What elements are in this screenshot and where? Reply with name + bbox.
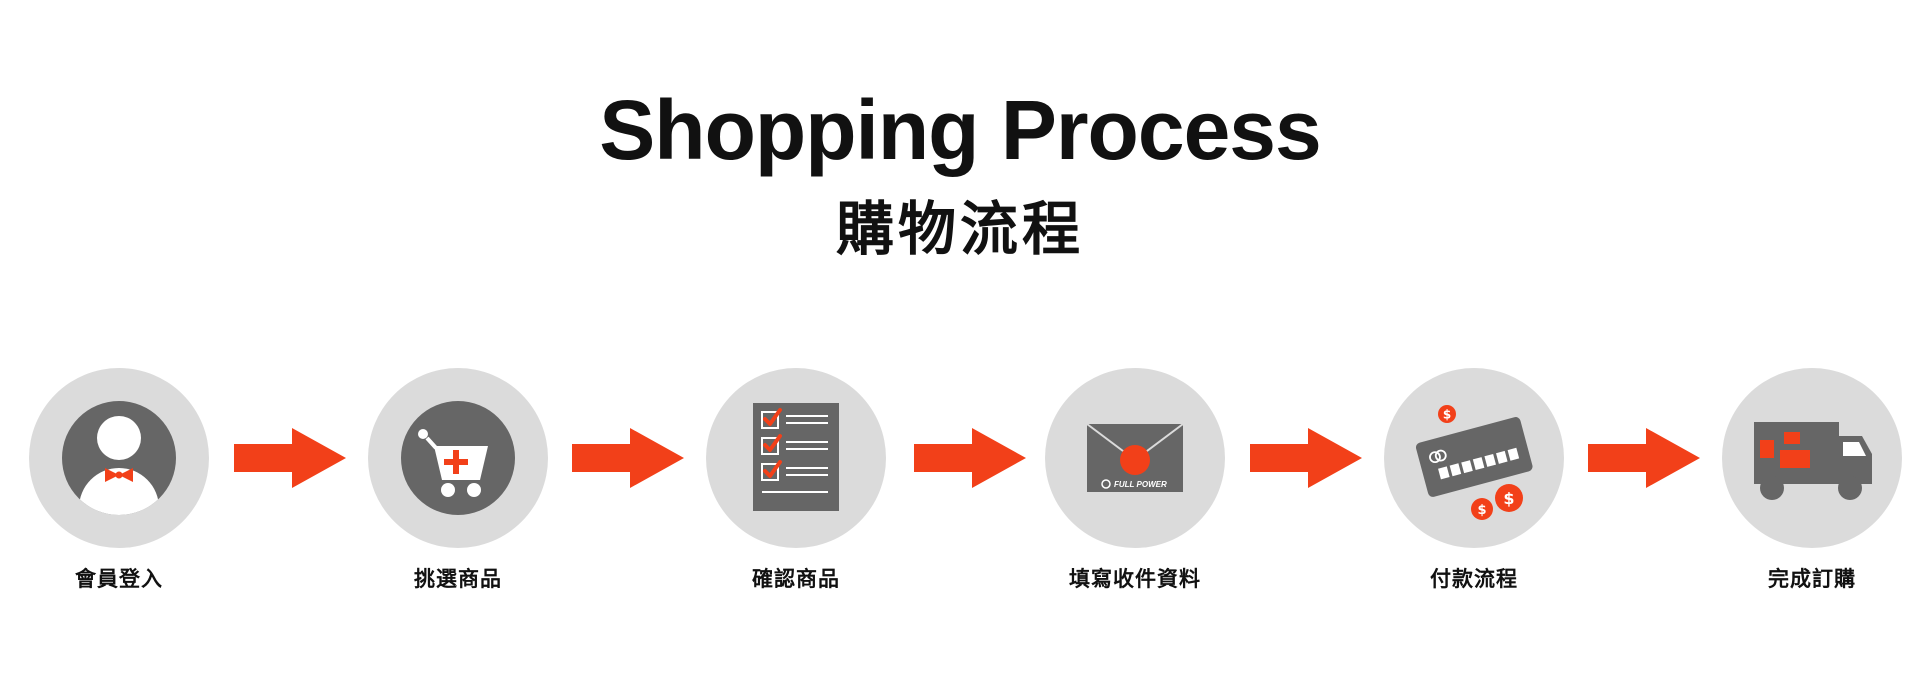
coin-icon: $ bbox=[1495, 484, 1523, 512]
step-label: 完成訂購 bbox=[1768, 567, 1856, 591]
shopping-cart-add-icon bbox=[401, 401, 515, 515]
svg-text:$: $ bbox=[1443, 408, 1451, 422]
step-label: 挑選商品 bbox=[414, 567, 502, 591]
step-payment: $ $ $ 付款流程 bbox=[1384, 368, 1564, 591]
step-label: 填寫收件資料 bbox=[1069, 567, 1201, 591]
arrow-right-icon bbox=[572, 428, 684, 488]
step-circle bbox=[706, 368, 886, 548]
step-circle: FULL POWER bbox=[1045, 368, 1225, 548]
arrow-right-icon bbox=[914, 428, 1026, 488]
checklist-icon bbox=[753, 403, 839, 511]
step-circle bbox=[29, 368, 209, 548]
step-shipping-info: FULL POWER 填寫收件資料 bbox=[1045, 368, 1225, 591]
arrow-right-icon bbox=[1588, 428, 1700, 488]
step-order-complete: 完成訂購 bbox=[1722, 368, 1902, 591]
page-subtitle: 購物流程 bbox=[835, 195, 1084, 263]
step-label: 會員登入 bbox=[75, 567, 163, 591]
arrow-right-icon bbox=[1250, 428, 1362, 488]
svg-text:$: $ bbox=[1503, 489, 1514, 508]
page-title: Shopping Process bbox=[599, 83, 1321, 177]
coin-icon: $ bbox=[1471, 498, 1493, 520]
arrow-right-icon bbox=[234, 428, 346, 488]
envelope-icon: FULL POWER bbox=[1086, 423, 1184, 492]
step-confirm-product: 確認商品 bbox=[706, 368, 886, 591]
step-label: 確認商品 bbox=[752, 567, 840, 591]
step-select-product: 挑選商品 bbox=[368, 368, 548, 591]
step-circle bbox=[1722, 368, 1902, 548]
member-avatar-icon bbox=[62, 401, 176, 515]
step-circle bbox=[368, 368, 548, 548]
logo-mark-icon bbox=[1101, 479, 1111, 489]
envelope-logo-text: FULL POWER bbox=[1114, 480, 1167, 489]
step-label: 付款流程 bbox=[1430, 567, 1518, 591]
coin-icon: $ bbox=[1438, 405, 1456, 423]
svg-text:$: $ bbox=[1477, 503, 1486, 518]
delivery-truck-icon bbox=[1754, 422, 1872, 500]
step-member-login: 會員登入 bbox=[29, 368, 209, 591]
credit-card-icon: $ $ $ bbox=[1415, 405, 1533, 520]
step-circle: $ $ $ bbox=[1384, 368, 1564, 548]
